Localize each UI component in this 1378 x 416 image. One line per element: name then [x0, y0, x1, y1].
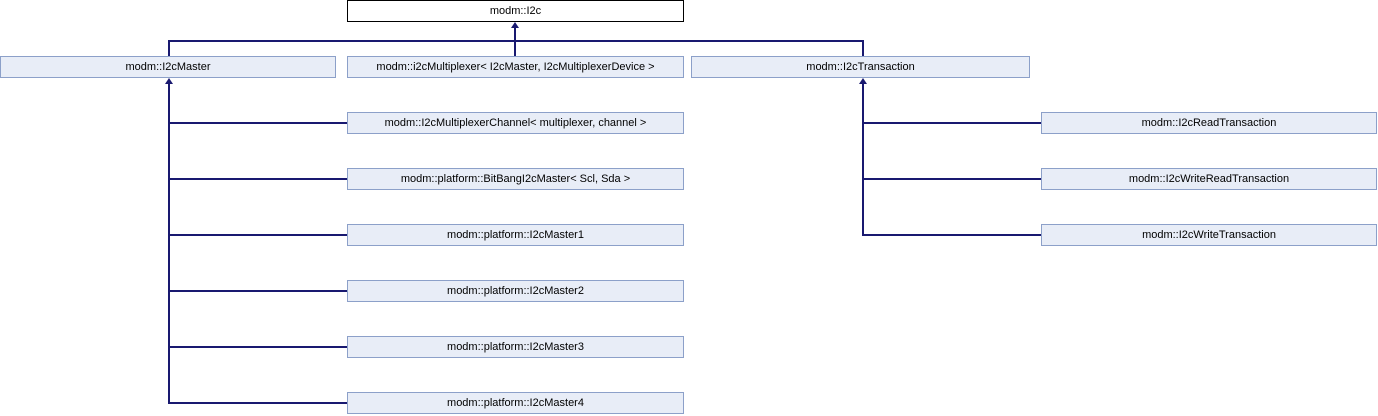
node-modm-i2c: modm::I2c — [347, 0, 684, 22]
node-modm-platform-i2cmaster4[interactable]: modm::platform::I2cMaster4 — [347, 392, 684, 414]
node-modm-i2cmultiplexer[interactable]: modm::i2cMultiplexer< I2cMaster, I2cMult… — [347, 56, 684, 78]
edge-stub-readtransaction — [862, 122, 1041, 124]
edge-stub-master2 — [168, 290, 347, 292]
edge-center-vertical — [514, 28, 516, 56]
edge-drop-to-i2cmaster — [168, 40, 170, 56]
edge-stub-multiplexerchannel — [168, 122, 347, 124]
edge-stub-writetransaction — [862, 234, 1041, 236]
edge-drop-to-i2ctransaction — [862, 40, 864, 56]
edge-root-horizontal — [168, 40, 864, 42]
edge-stub-master1 — [168, 234, 347, 236]
node-modm-i2cwritetransaction[interactable]: modm::I2cWriteTransaction — [1041, 224, 1377, 246]
node-modm-i2creadtransaction[interactable]: modm::I2cReadTransaction — [1041, 112, 1377, 134]
node-modm-platform-i2cmaster1[interactable]: modm::platform::I2cMaster1 — [347, 224, 684, 246]
node-modm-i2ctransaction[interactable]: modm::I2cTransaction — [691, 56, 1030, 78]
edge-i2ctransaction-vertical — [862, 84, 864, 236]
edge-i2cmaster-vertical — [168, 84, 170, 404]
arrowhead-to-i2cmaster — [165, 78, 173, 84]
edge-stub-master3 — [168, 346, 347, 348]
node-modm-i2cmultiplexerchannel[interactable]: modm::I2cMultiplexerChannel< multiplexer… — [347, 112, 684, 134]
arrowhead-to-i2ctransaction — [859, 78, 867, 84]
node-modm-platform-i2cmaster2[interactable]: modm::platform::I2cMaster2 — [347, 280, 684, 302]
edge-stub-bitbang — [168, 178, 347, 180]
arrowhead-to-i2c — [511, 22, 519, 28]
node-modm-platform-i2cmaster3[interactable]: modm::platform::I2cMaster3 — [347, 336, 684, 358]
node-modm-i2cmaster[interactable]: modm::I2cMaster — [0, 56, 336, 78]
edge-stub-writereadtransaction — [862, 178, 1041, 180]
edge-stub-master4 — [168, 402, 347, 404]
node-modm-platform-bitbangi2cmaster[interactable]: modm::platform::BitBangI2cMaster< Scl, S… — [347, 168, 684, 190]
node-modm-i2cwritereadtransaction[interactable]: modm::I2cWriteReadTransaction — [1041, 168, 1377, 190]
